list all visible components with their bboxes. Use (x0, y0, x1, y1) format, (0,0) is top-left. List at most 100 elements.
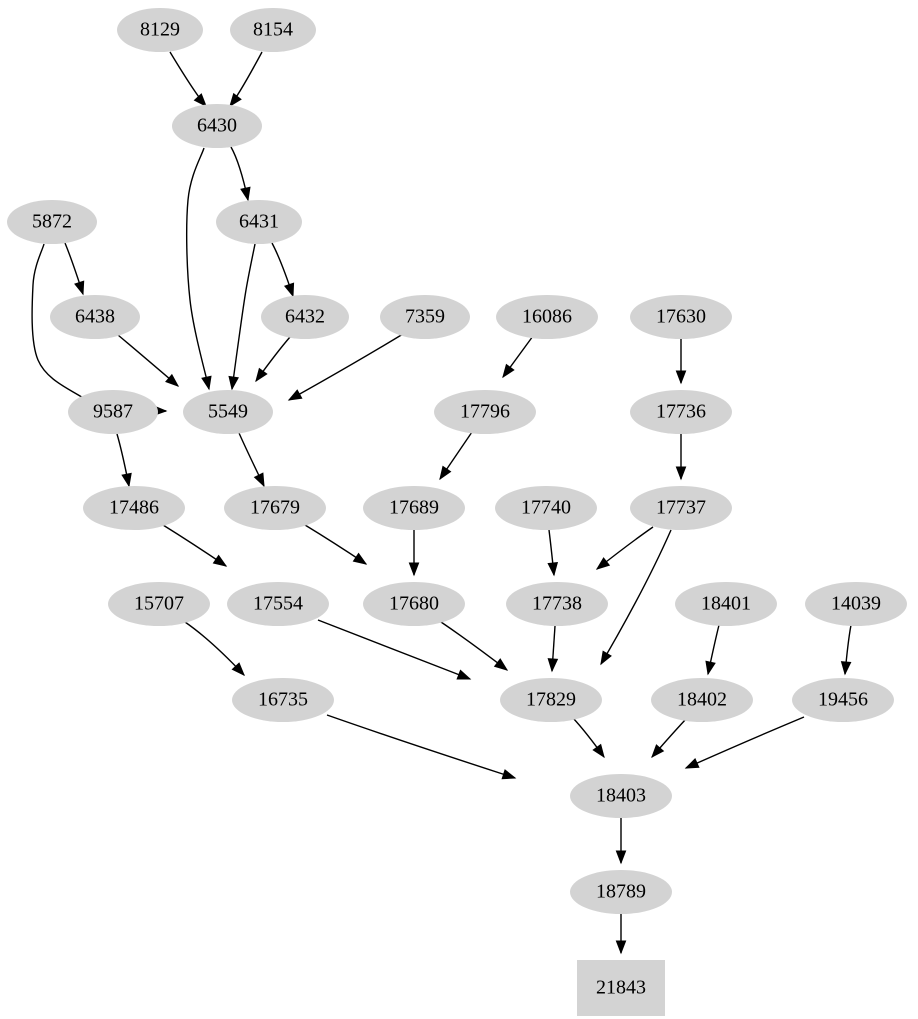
arrowhead-icon (502, 363, 515, 379)
graph-node-17737[interactable]: 17737 (630, 486, 732, 530)
graph-node-18789[interactable]: 18789 (570, 870, 672, 914)
arrowhead-icon (212, 554, 228, 567)
graph-node-5549[interactable]: 5549 (183, 390, 273, 434)
arrowhead-icon (675, 466, 687, 481)
node-ellipse-shape[interactable] (792, 678, 894, 722)
arrowhead-icon (352, 552, 368, 565)
graph-node-17829[interactable]: 17829 (500, 678, 602, 722)
graph-node-19456[interactable]: 19456 (792, 678, 894, 722)
graph-node-17554[interactable]: 17554 (227, 582, 329, 626)
edge-6431-to-6432 (271, 242, 295, 298)
node-ellipse-shape[interactable] (363, 486, 465, 530)
graph-node-17486[interactable]: 17486 (83, 486, 185, 530)
arrowhead-icon (592, 743, 605, 759)
edge-18403-to-18789 (615, 818, 627, 865)
node-ellipse-shape[interactable] (495, 486, 597, 530)
edge-line (600, 529, 672, 665)
arrowhead-icon (600, 650, 612, 666)
node-ellipse-shape[interactable] (380, 295, 470, 339)
node-ellipse-shape[interactable] (230, 8, 316, 52)
graph-node-15707[interactable]: 15707 (108, 582, 210, 626)
node-ellipse-shape[interactable] (7, 200, 97, 244)
node-ellipse-shape[interactable] (570, 774, 672, 818)
graph-node-5872[interactable]: 5872 (7, 200, 97, 244)
node-ellipse-shape[interactable] (172, 104, 262, 148)
graph-node-9587[interactable]: 9587 (68, 390, 158, 434)
edge-17796-to-17689 (439, 431, 473, 481)
node-ellipse-shape[interactable] (434, 390, 536, 434)
graph-node-7359[interactable]: 7359 (380, 295, 470, 339)
graph-node-17689[interactable]: 17689 (363, 486, 465, 530)
graph-node-17680[interactable]: 17680 (363, 582, 465, 626)
edge-17630-to-17736 (675, 338, 687, 385)
graph-node-17796[interactable]: 17796 (434, 390, 536, 434)
arrowhead-icon (201, 375, 212, 391)
edge-line (185, 147, 210, 390)
graph-node-21843[interactable]: 21843 (577, 960, 665, 1016)
node-ellipse-shape[interactable] (500, 678, 602, 722)
graph-node-6431[interactable]: 6431 (216, 200, 302, 244)
graph-node-17679[interactable]: 17679 (224, 486, 326, 530)
graph-node-17736[interactable]: 17736 (630, 390, 732, 434)
node-ellipse-shape[interactable] (216, 200, 302, 244)
graph-node-18403[interactable]: 18403 (570, 774, 672, 818)
edge-17737-to-17738 (595, 526, 654, 570)
edge-5549-to-17679 (238, 432, 265, 488)
node-ellipse-shape[interactable] (805, 582, 907, 626)
graph-node-16086[interactable]: 16086 (496, 295, 598, 339)
edge-18402-to-18403 (651, 718, 687, 759)
node-layer: 8129 8154 6430 5872 6431 6438 6432 7359 16086 176… (7, 8, 907, 1016)
node-ellipse-shape[interactable] (506, 582, 608, 626)
node-box-shape[interactable] (577, 960, 665, 1016)
node-ellipse-shape[interactable] (224, 486, 326, 530)
node-ellipse-shape[interactable] (630, 390, 732, 434)
node-ellipse-shape[interactable] (68, 390, 158, 434)
arrowhead-icon (229, 92, 242, 108)
graph-node-17740[interactable]: 17740 (495, 486, 597, 530)
node-ellipse-shape[interactable] (117, 8, 203, 52)
graph-node-18402[interactable]: 18402 (651, 678, 753, 722)
arrowhead-icon (615, 850, 627, 865)
graph-node-8129[interactable]: 8129 (117, 8, 203, 52)
edge-17736-to-17737 (675, 433, 687, 481)
node-ellipse-shape[interactable] (232, 678, 334, 722)
arrowhead-icon (121, 472, 132, 488)
arrowhead-icon (231, 662, 245, 677)
edge-line (685, 716, 805, 769)
arrowhead-icon (684, 758, 700, 769)
node-ellipse-shape[interactable] (261, 295, 349, 339)
node-ellipse-shape[interactable] (227, 582, 329, 626)
graph-node-17738[interactable]: 17738 (506, 582, 608, 626)
arrowhead-icon (547, 562, 559, 577)
edge-line (231, 243, 256, 390)
edge-6432-to-5549 (255, 336, 291, 383)
graph-node-18401[interactable]: 18401 (675, 582, 777, 626)
node-ellipse-shape[interactable] (570, 870, 672, 914)
edge-5872-to-6438 (64, 242, 85, 296)
edge-14039-to-19456 (840, 624, 852, 676)
node-ellipse-shape[interactable] (496, 295, 598, 339)
node-ellipse-shape[interactable] (630, 486, 732, 530)
arrowhead-icon (165, 373, 180, 387)
node-ellipse-shape[interactable] (651, 678, 753, 722)
graph-node-8154[interactable]: 8154 (230, 8, 316, 52)
arrowhead-icon (253, 472, 265, 488)
node-ellipse-shape[interactable] (675, 582, 777, 626)
node-ellipse-shape[interactable] (630, 295, 732, 339)
node-ellipse-shape[interactable] (50, 295, 140, 339)
edge-17737-to-17829 (600, 529, 672, 666)
graph-node-16735[interactable]: 16735 (232, 678, 334, 722)
edge-9587-to-17486 (116, 433, 132, 488)
graph-node-6430[interactable]: 6430 (172, 104, 262, 148)
graph-node-14039[interactable]: 14039 (805, 582, 907, 626)
graph-node-6432[interactable]: 6432 (261, 295, 349, 339)
node-ellipse-shape[interactable] (183, 390, 273, 434)
edge-8154-to-6430 (229, 51, 263, 108)
node-ellipse-shape[interactable] (108, 582, 210, 626)
node-ellipse-shape[interactable] (363, 582, 465, 626)
graph-node-17630[interactable]: 17630 (630, 295, 732, 339)
node-ellipse-shape[interactable] (83, 486, 185, 530)
graph-node-6438[interactable]: 6438 (50, 295, 140, 339)
edge-6430-to-5549 (185, 147, 212, 391)
